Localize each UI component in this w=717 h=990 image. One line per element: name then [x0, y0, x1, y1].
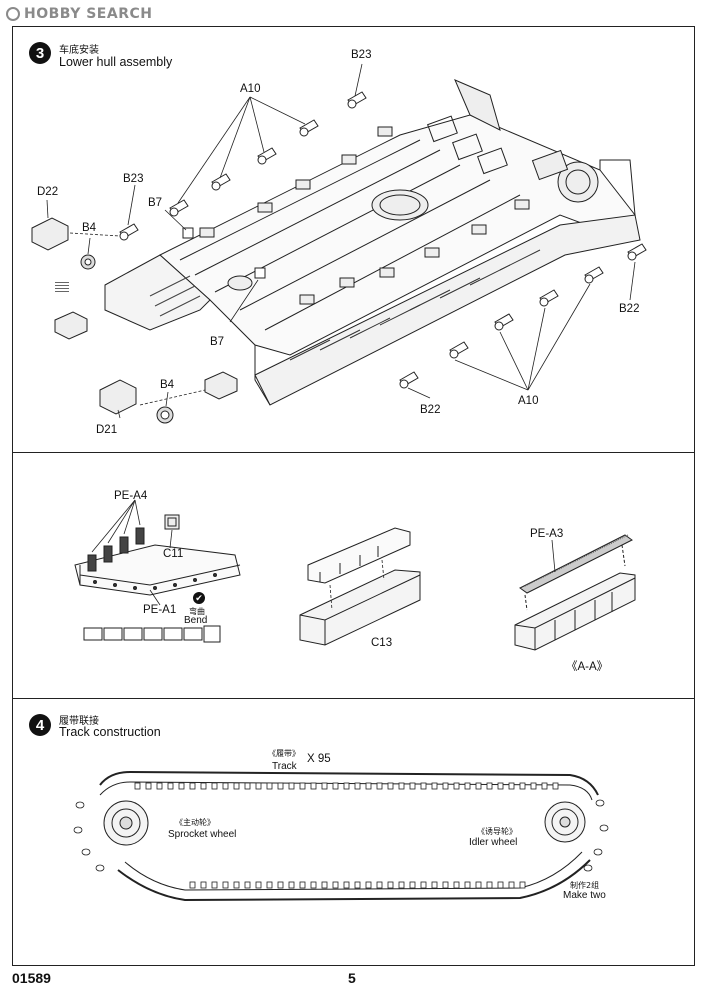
label-idler-cn: 《诱导轮》	[477, 827, 517, 836]
label-b22-bottom: B22	[420, 404, 441, 416]
step-4-number: 4	[29, 714, 51, 736]
label-pe-a3: PE-A3	[530, 528, 564, 540]
hobby-search-logo-icon	[6, 7, 20, 21]
divider-upper	[12, 452, 695, 453]
label-c11: C11	[163, 548, 184, 560]
label-section-aa: 《A-A》	[566, 661, 609, 673]
label-pe-a1: PE-A1	[143, 604, 177, 616]
label-b23-left: B23	[123, 173, 144, 185]
label-c13: C13	[371, 637, 393, 649]
label-bend-cn: 弯曲	[189, 607, 205, 616]
label-b7-top: B7	[148, 197, 163, 209]
direction-arrow-icon	[55, 280, 69, 294]
label-b22-right: B22	[619, 303, 640, 315]
label-b23-top: B23	[351, 49, 372, 61]
step-3-number: 3	[29, 42, 51, 64]
step-4-title-cn: 履带联接	[59, 716, 99, 727]
page-number: 5	[348, 970, 356, 986]
label-track-cn: 《履带》	[268, 749, 300, 758]
label-b4-bottom: B4	[160, 379, 175, 391]
step-4-title-en: Track construction	[59, 725, 161, 739]
label-b7-bottom: B7	[210, 336, 225, 348]
bend-check-icon: ✔	[193, 592, 205, 604]
label-d22: D22	[37, 186, 59, 198]
label-pe-a4: PE-A4	[114, 490, 148, 502]
label-b4-left: B4	[82, 222, 97, 234]
page-frame	[12, 26, 695, 966]
divider-lower	[12, 698, 695, 699]
label-make-two-en: Make two	[563, 890, 606, 901]
label-track-en: Track	[272, 761, 297, 772]
label-bend-en: Bend	[184, 615, 208, 626]
watermark-text: HOBBY SEARCH	[24, 6, 153, 22]
step-3-title-cn: 车底安装	[59, 45, 99, 56]
label-sprocket-cn: 《主动轮》	[175, 818, 215, 827]
label-make-two-cn: 制作2组	[570, 881, 600, 890]
label-a10-bottom: A10	[518, 395, 539, 407]
watermark: HOBBY SEARCH	[6, 6, 152, 22]
step-3-title-en: Lower hull assembly	[59, 55, 173, 69]
label-d21: D21	[96, 424, 118, 436]
label-track-qty: X 95	[307, 753, 331, 765]
label-idler-en: Idler wheel	[469, 837, 518, 848]
label-a10-top: A10	[240, 83, 261, 95]
kit-code: 01589	[12, 970, 51, 986]
label-sprocket-en: Sprocket wheel	[168, 829, 237, 840]
